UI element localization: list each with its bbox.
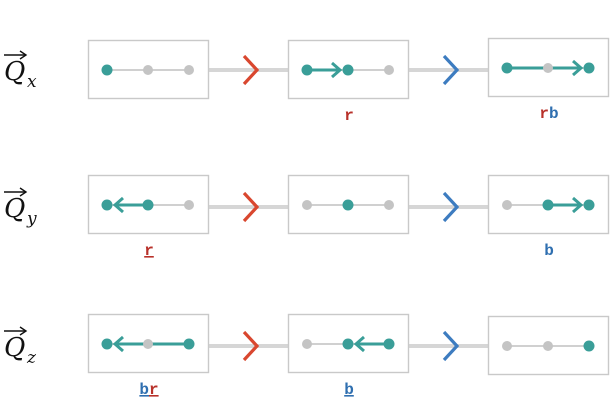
move-arrowhead-icon — [353, 335, 365, 353]
operator-symbol: Q — [4, 194, 25, 224]
position-dot-teal — [101, 338, 113, 350]
position-dot-teal — [583, 199, 595, 211]
panel-label: b — [544, 242, 554, 260]
label-char: b — [549, 105, 559, 123]
position-dot-teal — [342, 64, 354, 76]
vector-arrowhead-icon — [19, 50, 28, 60]
label-char: b — [544, 242, 554, 260]
state-panel: br — [87, 313, 210, 399]
position-dot-gray — [302, 339, 312, 349]
blue-chevron-icon — [442, 191, 460, 223]
position-dot-teal — [542, 199, 554, 211]
position-dot-gray — [184, 65, 194, 75]
operator-subscript: y — [26, 209, 37, 229]
panel-label: br — [139, 381, 158, 399]
position-dot-gray — [543, 63, 553, 73]
position-dot-teal — [583, 62, 595, 74]
move-arrowhead-icon — [572, 196, 584, 214]
vector-arrowhead-icon — [19, 326, 28, 336]
position-dot-gray — [384, 65, 394, 75]
position-dot-teal — [301, 64, 313, 76]
label-char: b — [344, 381, 354, 399]
position-dot-teal — [142, 199, 154, 211]
position-dot-gray — [143, 65, 153, 75]
move-arrowhead-icon — [572, 59, 584, 77]
state-panel: b — [487, 174, 610, 260]
position-dot-teal — [342, 338, 354, 350]
position-dot-teal — [383, 338, 395, 350]
position-dot-teal — [583, 340, 595, 352]
label-char: r — [539, 105, 549, 123]
label-char: r — [149, 381, 159, 399]
position-dot-gray — [302, 200, 312, 210]
panel-label: r — [144, 242, 154, 260]
state-panel: r — [87, 174, 210, 260]
position-dot-teal — [183, 338, 195, 350]
operator-subscript: z — [26, 348, 37, 368]
operator-subscript: x — [27, 72, 37, 92]
red-chevron-icon — [242, 330, 260, 362]
panel-label: b — [344, 381, 354, 399]
position-dot-gray — [502, 341, 512, 351]
label-char: b — [139, 381, 149, 399]
panel-label: r — [344, 107, 354, 125]
state-panel: rb — [487, 37, 610, 123]
move-arrowhead-icon — [112, 196, 124, 214]
state-panel — [287, 174, 410, 235]
panel-label: rb — [539, 105, 558, 123]
state-panel — [487, 315, 610, 376]
operator-symbol: Q — [4, 57, 25, 87]
position-dot-gray — [184, 200, 194, 210]
position-dot-gray — [384, 200, 394, 210]
state-panel — [87, 39, 210, 100]
red-chevron-icon — [242, 54, 260, 86]
blue-chevron-icon — [442, 54, 460, 86]
position-dot-gray — [502, 200, 512, 210]
state-panel: b — [287, 313, 410, 399]
label-char: r — [144, 242, 154, 260]
position-dot-teal — [101, 64, 113, 76]
position-dot-teal — [342, 199, 354, 211]
label-char: r — [344, 107, 354, 125]
red-chevron-icon — [242, 191, 260, 223]
move-arrowhead-icon — [112, 335, 124, 353]
position-dot-teal — [501, 62, 513, 74]
state-panel: r — [287, 39, 410, 125]
vector-arrowhead-icon — [19, 187, 28, 197]
move-arrowhead-icon — [331, 61, 343, 79]
blue-chevron-icon — [442, 330, 460, 362]
position-dot-gray — [543, 341, 553, 351]
operator-symbol: Q — [4, 333, 25, 363]
position-dot-teal — [101, 199, 113, 211]
position-dot-gray — [143, 339, 153, 349]
